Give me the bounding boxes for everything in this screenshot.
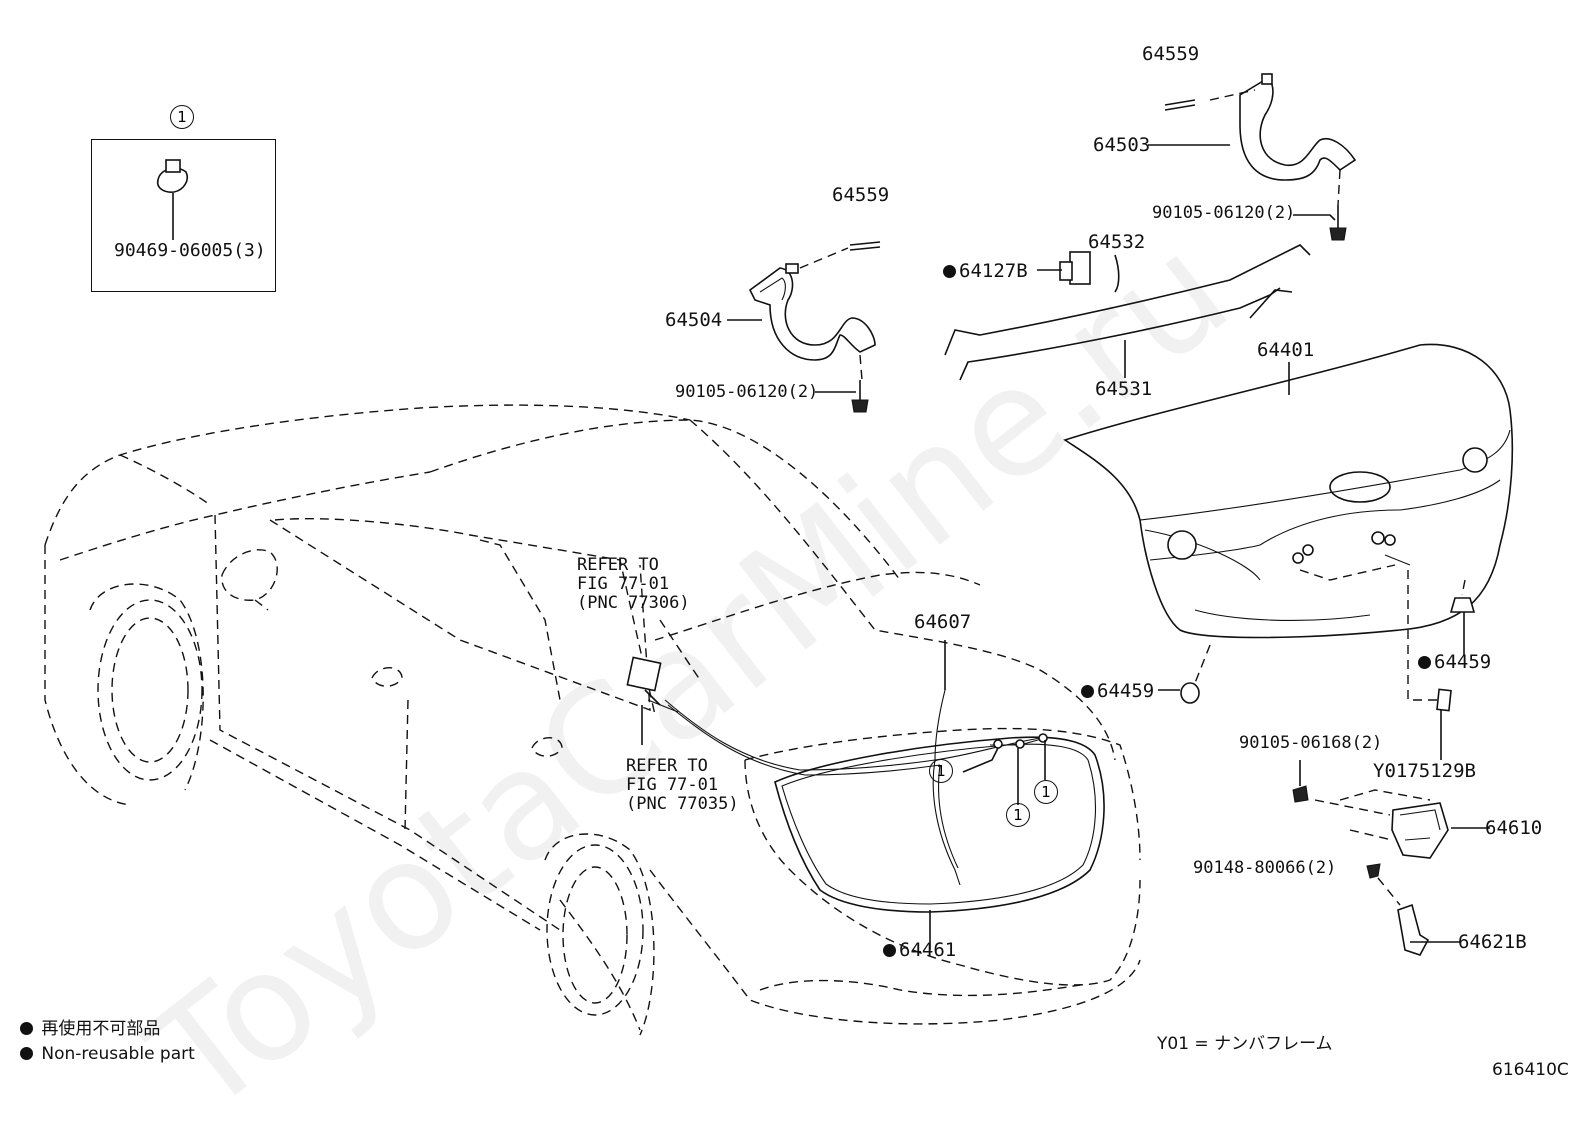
inset-callout-circle: 1: [170, 105, 194, 129]
hinge-64503: [1164, 73, 1357, 241]
label-90148-80066: 90148-80066(2): [1193, 858, 1337, 878]
label-64531: 64531: [1095, 378, 1153, 400]
label-90469-06005: 90469-06005(3): [114, 240, 266, 261]
torsion-bars: [944, 244, 1311, 381]
leader-lines: [641, 144, 1490, 950]
clip-90469: [156, 159, 189, 240]
callout-circle-1a: 1: [929, 759, 953, 783]
label-64532: 64532: [1088, 231, 1146, 253]
legend-en-text: Non-reusable part: [41, 1044, 195, 1064]
diagram-drawing: [44, 73, 1514, 1036]
non-reusable-dot: [883, 944, 896, 957]
non-reusable-dot: [1418, 656, 1431, 669]
legend-dot: [20, 1047, 33, 1060]
vehicle-outline: [44, 404, 1141, 1036]
legend-dot: [20, 1022, 33, 1035]
refer-77035-line2: FIG 77-01: [626, 775, 719, 795]
label-64559-left: 64559: [832, 184, 890, 206]
legend-item-en: Non-reusable part: [20, 1046, 195, 1063]
label-64127b: 64127B: [943, 262, 1028, 281]
label-y0175129b: Y0175129B: [1373, 760, 1476, 782]
connector-77306: [626, 619, 701, 713]
label-64461-text: 64461: [899, 939, 957, 961]
label-90105-06120-top: 90105-06120(2): [1152, 203, 1296, 223]
callout-circle-1c: 1: [1034, 780, 1058, 804]
label-64559-top: 64559: [1142, 43, 1200, 65]
label-64459-left-text: 64459: [1097, 680, 1155, 702]
label-64607: 64607: [914, 611, 972, 633]
refer-77306-line2: FIG 77-01: [577, 574, 670, 594]
label-90105-06120-left: 90105-06120(2): [675, 382, 819, 402]
label-64459-right-text: 64459: [1434, 651, 1492, 673]
label-64621b: 64621B: [1458, 931, 1527, 953]
trunk-lid-64401: [1063, 343, 1514, 639]
weatherstrip-64461: [774, 736, 1105, 913]
legend-item-jp: 再使用不可部品: [20, 1021, 160, 1038]
label-64610: 64610: [1485, 817, 1543, 839]
label-64459-left: 64459: [1081, 682, 1154, 701]
label-64503: 64503: [1093, 134, 1151, 156]
label-64127b-text: 64127B: [959, 260, 1028, 282]
callout-circle-1b: 1: [1006, 803, 1030, 827]
label-64401: 64401: [1257, 339, 1315, 361]
refer-77306-line3: (PNC 77306): [577, 593, 690, 613]
label-64459-right: 64459: [1418, 653, 1491, 672]
parts-diagram: ToyotaCarMine.ru: [20, 43, 1569, 1147]
y01-note: Y01 = ナンバフレーム: [1157, 1034, 1333, 1054]
non-reusable-dot: [1081, 685, 1094, 698]
refer-77035-line1: REFER TO: [626, 756, 708, 776]
label-90105-06168: 90105-06168(2): [1239, 733, 1383, 753]
lock-assembly: [1292, 570, 1452, 956]
inset-box: [91, 139, 276, 292]
refer-77306-line1: REFER TO: [577, 555, 659, 575]
figure-code: 616410C: [1492, 1060, 1569, 1080]
label-64461: 64461: [883, 941, 956, 960]
cushions-64459: [1180, 579, 1476, 704]
legend-jp-text: 再使用不可部品: [41, 1019, 161, 1039]
label-64504: 64504: [665, 309, 723, 331]
hinge-64504: [748, 241, 881, 413]
non-reusable-dot: [943, 265, 956, 278]
refer-77035-line3: (PNC 77035): [626, 794, 739, 814]
